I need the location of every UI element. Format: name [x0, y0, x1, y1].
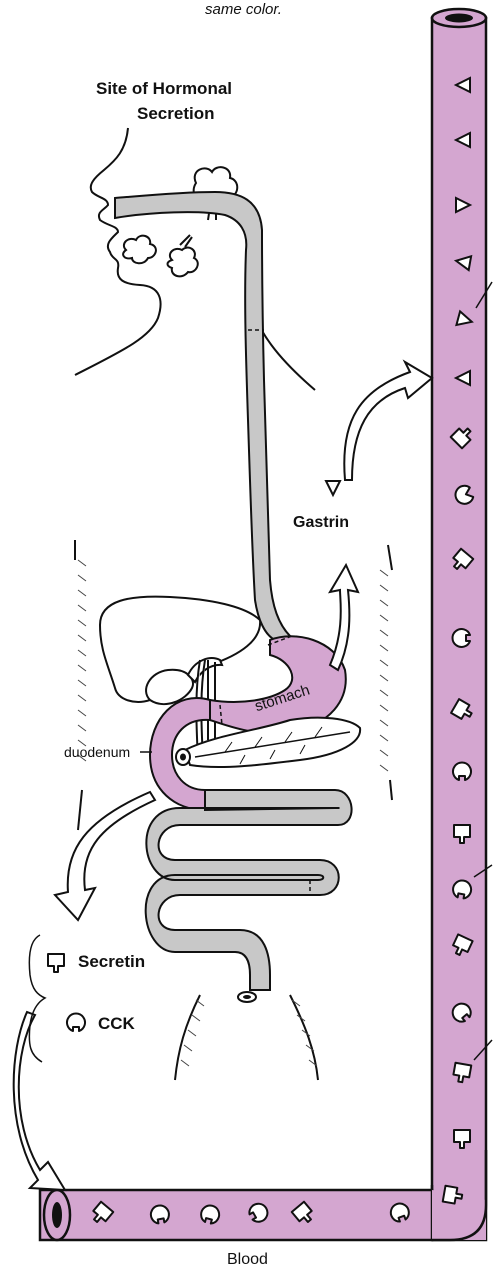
arrow-gastrin-up: [330, 565, 358, 670]
arrow-duodenum-down: [55, 792, 155, 920]
cck-icon: [67, 1014, 85, 1031]
cck-label: CCK: [98, 1015, 135, 1032]
duodenum-label: duodenum: [64, 745, 130, 759]
flow-arrows: [14, 362, 432, 1190]
title-line-1: Site of Hormonal: [96, 80, 232, 97]
secretin-icon: [48, 954, 64, 972]
secretin-label: Secretin: [78, 953, 145, 970]
arrow-to-vessel: [344, 362, 432, 480]
arrow-to-horizontal-vessel: [14, 1012, 65, 1190]
blood-label: Blood: [227, 1252, 268, 1268]
header-fragment: same color.: [205, 2, 282, 17]
small-intestine: [146, 790, 352, 1002]
salivary-glands: [123, 167, 237, 276]
legend-brace: [29, 935, 45, 1062]
gastrin-icon: [326, 481, 340, 495]
gastrin-label: Gastrin: [293, 515, 349, 531]
title-line-2: Secretion: [137, 105, 214, 122]
